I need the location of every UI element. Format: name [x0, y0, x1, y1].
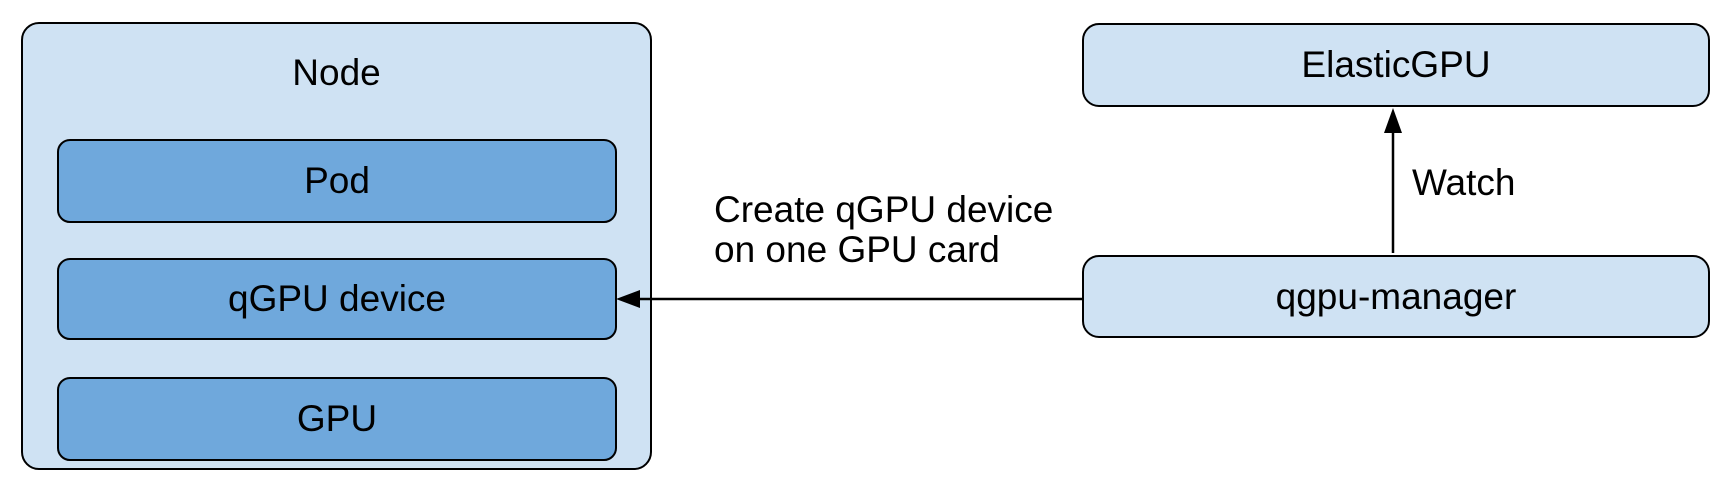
qgpu-device-box: qGPU device [57, 258, 617, 340]
qgpu-manager-box: qgpu-manager [1082, 255, 1710, 338]
gpu-label: GPU [296, 398, 378, 439]
qgpu-device-label: qGPU device [228, 278, 446, 319]
watch-edge-label: Watch [1412, 162, 1516, 203]
node-container: Node Pod qGPU device GPU [21, 22, 652, 470]
create-arrow [616, 290, 1082, 308]
create-edge-label: Create qGPU device on one GPU card [714, 189, 1054, 270]
node-label: Node [292, 52, 381, 93]
qgpu-manager-label: qgpu-manager [1275, 275, 1517, 317]
elasticgpu-label: ElasticGPU [1301, 44, 1491, 85]
watch-arrow-head [1384, 108, 1402, 133]
pod-box: Pod [57, 139, 617, 223]
elasticgpu-box: ElasticGPU [1082, 23, 1710, 107]
gpu-box: GPU [57, 377, 617, 461]
watch-arrow [1384, 108, 1402, 253]
pod-label: Pod [304, 160, 370, 201]
